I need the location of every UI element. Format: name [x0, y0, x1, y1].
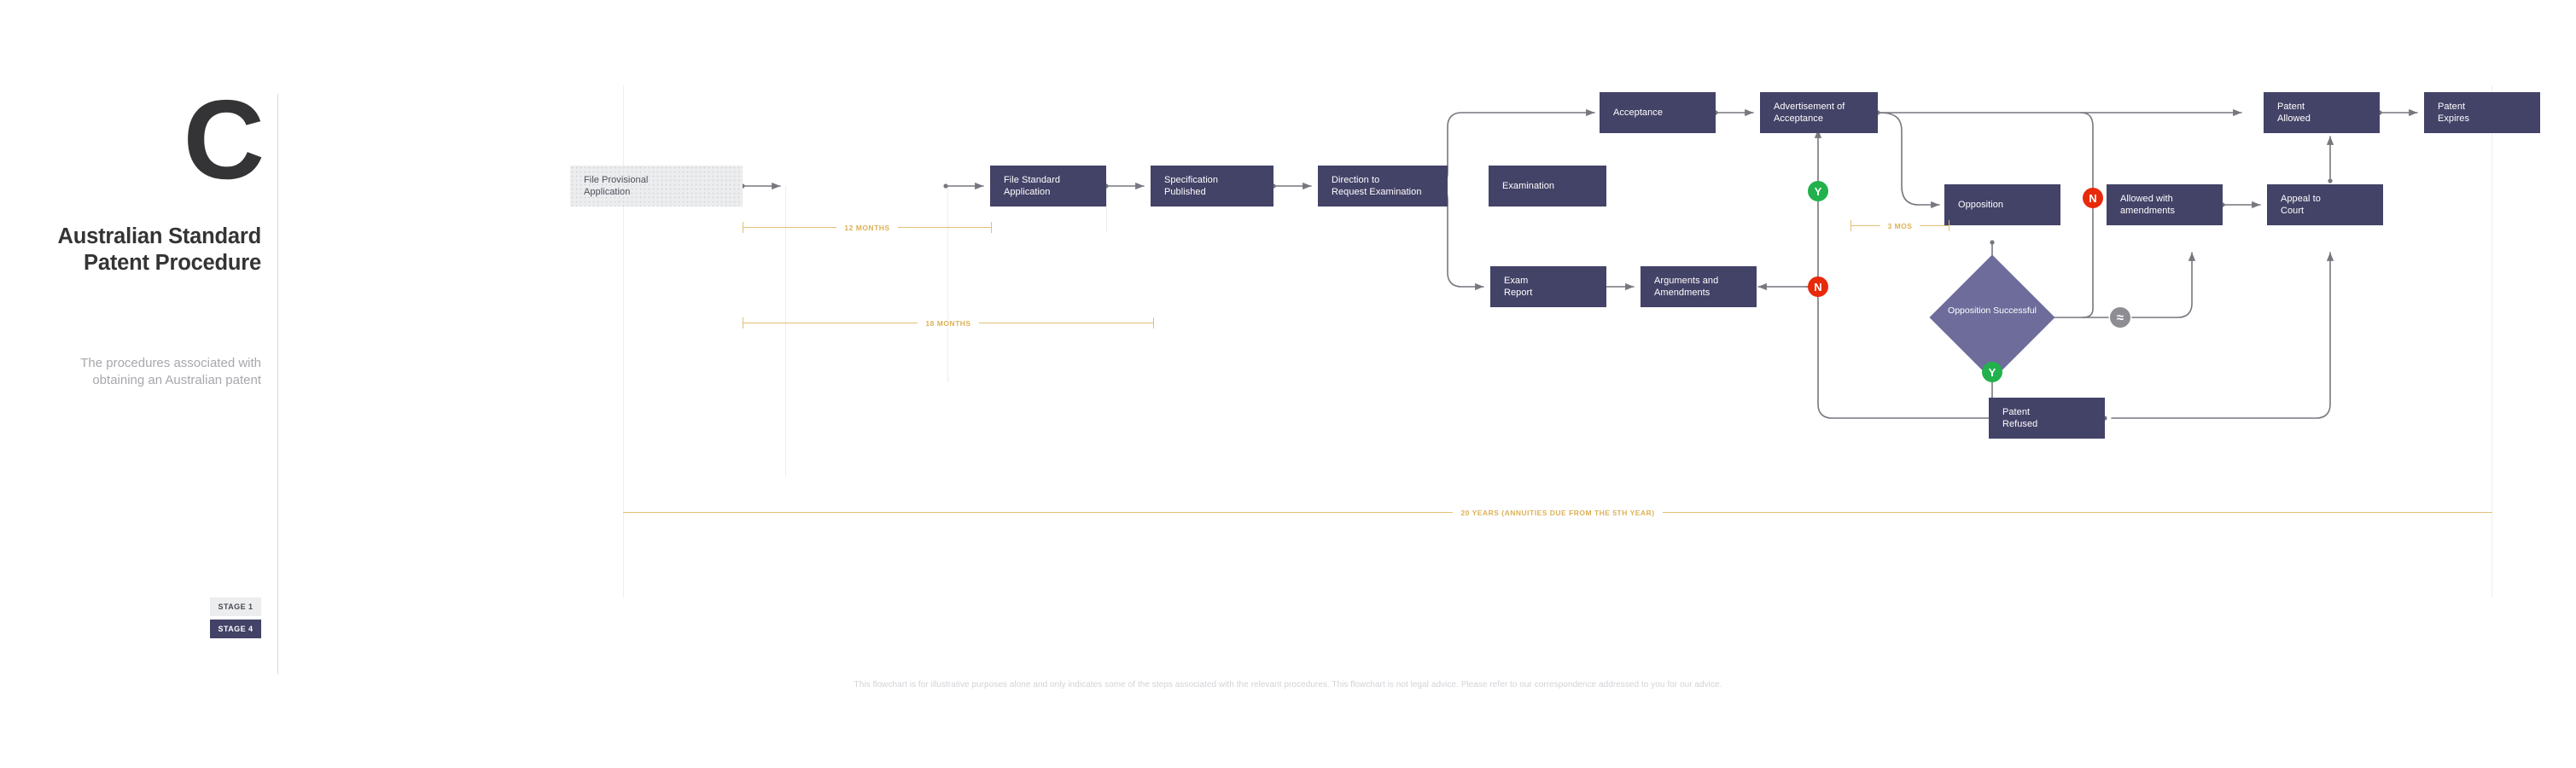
node-exam-report[interactable]: Exam Report [1490, 266, 1606, 307]
node-examination[interactable]: Examination [1489, 166, 1606, 207]
node-line-1: Examination [1502, 180, 1555, 191]
guide-line [785, 186, 786, 476]
node-line-1: File Provisional [584, 174, 649, 185]
node-line-1: Patent [2438, 101, 2466, 112]
node-arguments-and-amendments[interactable]: Arguments and Amendments [1641, 266, 1757, 307]
guide-line [947, 186, 948, 382]
node-line-2: Report [1504, 288, 1533, 298]
duration-3-months: 3 MOS [1850, 220, 1949, 231]
node-line-1: Specification [1164, 174, 1219, 185]
node-line-2: Application [1004, 187, 1051, 197]
node-specification-published[interactable]: Specification Published [1151, 166, 1273, 207]
brand-logo-mark: C [183, 77, 265, 202]
node-line-1: Acceptance [1613, 107, 1663, 118]
node-patent-expires[interactable]: Patent Expires [2424, 92, 2540, 133]
panel-divider [277, 94, 278, 674]
node-line-2: Published [1164, 187, 1206, 197]
node-line-2: Court [2281, 206, 2305, 216]
duration-label: 3 MOS [1880, 221, 1920, 230]
connector-layer [740, 108, 2418, 422]
node-line-2: amendments [2120, 206, 2176, 216]
stage-legend: STAGE 1 STAGE 4 [210, 597, 261, 642]
legend-chip-stage-4: STAGE 4 [210, 620, 261, 638]
node-line-1: File Standard [1004, 174, 1061, 185]
guide-line [2491, 85, 2492, 597]
node-patent-refused[interactable]: Patent Refused [1989, 398, 2105, 439]
node-file-provisional[interactable]: File Provisional Application [570, 166, 743, 207]
node-line-1: Exam [1504, 275, 1529, 286]
badge-no-refused: N [1808, 276, 1828, 297]
node-file-standard[interactable]: File Standard Application [990, 166, 1106, 207]
node-direction-to-request-examination[interactable]: Direction to Request Examination [1318, 166, 1448, 207]
node-line-1: Direction to [1332, 174, 1380, 185]
disclaimer-footnote: This flowchart is for illustrative purpo… [854, 680, 1722, 689]
flowchart-canvas: File Provisional Application File Standa… [570, 85, 2540, 597]
node-line-2: Amendments [1654, 288, 1711, 298]
node-line-1: Allowed with [2120, 193, 2173, 204]
page-subtitle: The procedures associated with obtaining… [80, 356, 261, 387]
duration-20-years: 20 YEARS (ANNUITIES DUE FROM THE 5TH YEA… [623, 507, 2492, 518]
legend-chip-stage-1: STAGE 1 [210, 597, 261, 616]
duration-12-months: 12 MONTHS [743, 222, 992, 233]
node-line-2: Refused [2002, 419, 2038, 429]
page-title: Australian Standard Patent Procedure [57, 224, 262, 275]
node-acceptance[interactable]: Acceptance [1600, 92, 1716, 133]
node-line-1: Advertisement of [1774, 101, 1845, 112]
duration-label: 12 MONTHS [836, 223, 898, 232]
duration-label: 18 MONTHS [918, 318, 979, 328]
node-line-1: Arguments and [1654, 275, 1719, 286]
guide-line [1106, 186, 1107, 233]
duration-label: 20 YEARS (ANNUITIES DUE FROM THE 5TH YEA… [1453, 508, 1663, 517]
guide-line [623, 85, 624, 597]
node-line-2: Application [584, 187, 631, 197]
node-allowed-with-amendments[interactable]: Allowed with amendments [2107, 184, 2223, 225]
node-appeal-to-court[interactable]: Appeal to Court [2267, 184, 2383, 225]
node-patent-allowed[interactable]: Patent Allowed [2264, 92, 2380, 133]
badge-approx: ≈ [2110, 307, 2130, 328]
node-line-1: Appeal to [2281, 193, 2321, 204]
node-advertisement-of-acceptance[interactable]: Advertisement of Acceptance [1760, 92, 1878, 133]
identity-panel: C Australian Standard Patent Procedure T… [0, 0, 278, 768]
node-line-1: Patent [2002, 406, 2031, 417]
node-line-1: Patent [2277, 101, 2305, 112]
node-line-2: Request Examination [1332, 187, 1422, 197]
rule-cap-right [991, 222, 992, 233]
badge-no-opposition: N [2083, 188, 2103, 208]
rule-cap-right [1153, 317, 1154, 329]
badge-yes-opposition: Y [1982, 362, 2002, 382]
node-line-2: Allowed [2277, 113, 2311, 124]
node-opposition[interactable]: Opposition [1944, 184, 2060, 225]
node-line-2: Acceptance [1774, 113, 1823, 124]
node-line-1: Opposition [1958, 199, 2004, 210]
node-line-2: Expires [2438, 113, 2470, 124]
duration-18-months: 18 MONTHS [743, 317, 1154, 329]
badge-yes-acceptance: Y [1808, 181, 1828, 201]
